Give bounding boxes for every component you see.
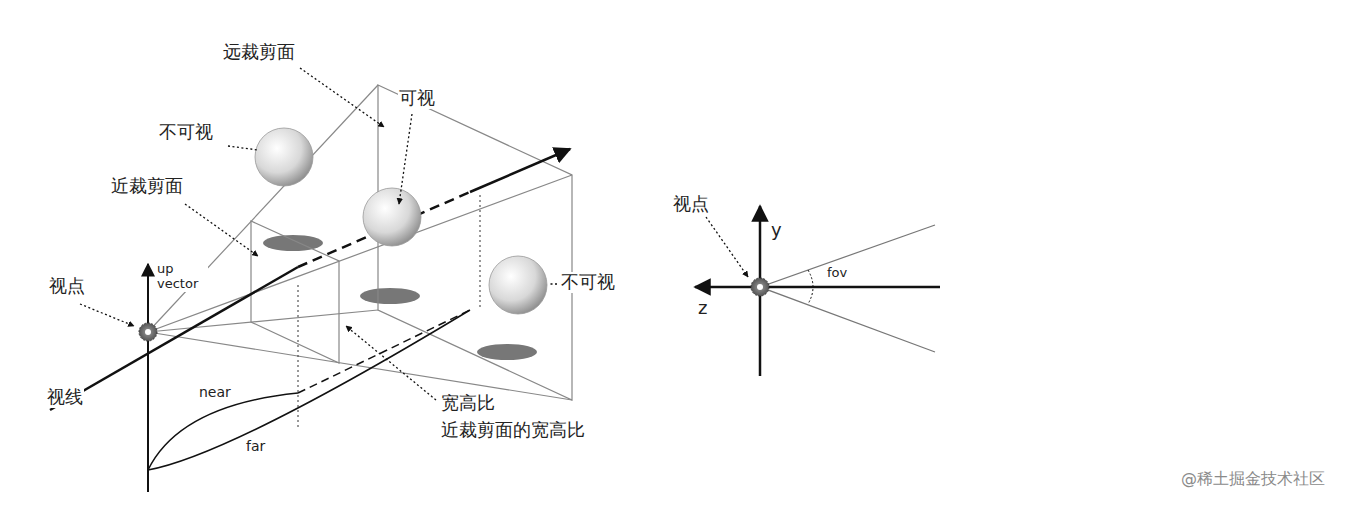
eye-label: 视点 bbox=[48, 276, 86, 297]
visibility-label: 不可视 bbox=[158, 122, 214, 143]
visibility-label: 不可视 bbox=[560, 272, 616, 293]
eye-point bbox=[139, 323, 157, 341]
eye-point bbox=[751, 278, 769, 296]
axis-label: z bbox=[697, 298, 708, 319]
up-axis bbox=[147, 264, 149, 492]
sphere bbox=[255, 128, 547, 314]
watermark: @稀土掘金技术社区 bbox=[1180, 470, 1326, 488]
axis-label: up vector bbox=[156, 262, 208, 292]
view-line bbox=[50, 149, 570, 410]
distance-label: near bbox=[198, 384, 232, 400]
distance-arc bbox=[148, 310, 470, 470]
aspect-label: 宽高比 bbox=[440, 393, 496, 414]
angle-label: fov bbox=[826, 266, 848, 281]
plane-label: 近裁剪面 bbox=[110, 176, 184, 197]
aspect-note: 近裁剪面的宽高比 bbox=[440, 420, 586, 441]
axis-label: y bbox=[770, 220, 783, 241]
plane-label: 远裁剪面 bbox=[222, 42, 296, 63]
leader-arrow bbox=[80, 68, 557, 400]
eye-label: 视点 bbox=[672, 194, 710, 215]
line-label: 视线 bbox=[46, 387, 84, 408]
distance-label: far bbox=[245, 438, 266, 454]
visibility-label: 可视 bbox=[398, 88, 436, 109]
fov-figure bbox=[695, 206, 940, 376]
frustum-edges bbox=[148, 85, 572, 400]
